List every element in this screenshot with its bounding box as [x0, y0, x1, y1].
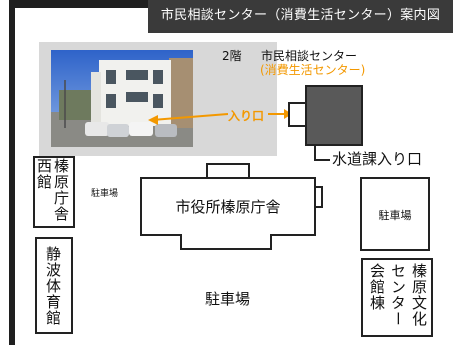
parking-label-main: 駐車場 [205, 290, 251, 308]
water-dept-entrance-label: 水道課入り口 [332, 150, 423, 168]
culture-center-building [361, 258, 433, 337]
west-annex-building [33, 156, 75, 228]
gym-building [35, 237, 73, 334]
floor-label: 2階 [222, 49, 242, 63]
city-hall-south-wing [180, 234, 272, 250]
west-annex-label-west: 西館 [35, 158, 53, 190]
consumer-center-name: (消費生活センター) [260, 63, 366, 77]
consultation-center-name: 市民相談センター [261, 49, 358, 63]
parking-label-east: 駐車場 [378, 209, 412, 222]
east-parking-lot [360, 177, 430, 251]
city-hall-label: 市役所榛原庁舎 [175, 198, 281, 216]
building-photo-icon [51, 50, 193, 147]
map-top-border [9, 0, 149, 8]
culture-center-label-2: センター [389, 263, 407, 327]
map-title: 市民相談センター（消費生活センター）案内図 [148, 0, 453, 33]
city-hall-north-wing [206, 163, 250, 179]
consultation-center-building [305, 85, 363, 146]
map-left-border [9, 0, 15, 345]
culture-center-label-3: 会館棟 [368, 263, 386, 311]
city-hall-east-wing [314, 186, 323, 208]
water-dept-leader-line [314, 146, 330, 161]
culture-center-label-1: 榛原文化 [410, 263, 428, 327]
parking-label-west: 駐車場 [91, 189, 119, 199]
entrance-label: 入り口 [228, 107, 265, 124]
west-annex-label-haibara: 榛原庁舎 [52, 158, 70, 222]
gym-label: 静波体育館 [44, 246, 62, 326]
